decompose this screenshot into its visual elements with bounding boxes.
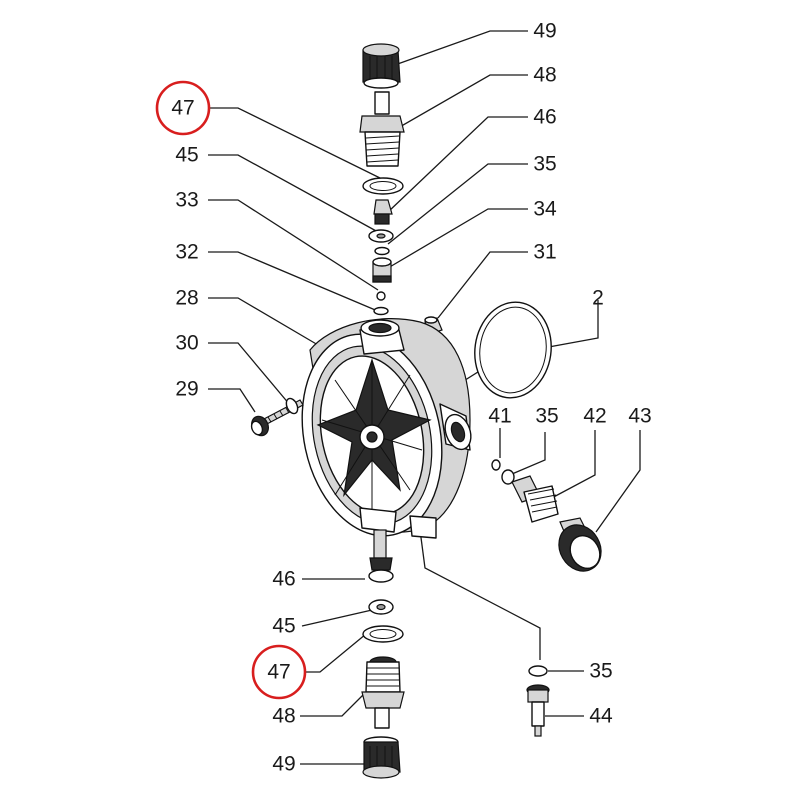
nut-49-bot	[362, 736, 401, 779]
leader-47-top	[208, 107, 381, 179]
bottom-fitting-stack	[361, 529, 550, 779]
leader-35-top	[387, 163, 528, 245]
callout-35-top: 35	[533, 153, 556, 176]
leader-45-bot	[301, 609, 373, 627]
seat-34	[372, 257, 392, 283]
leader-30	[208, 342, 291, 406]
leader-35-mid	[511, 432, 546, 475]
callout-46-bot: 46	[272, 568, 295, 591]
callout-34: 34	[533, 198, 557, 221]
leader-45-top	[208, 154, 379, 233]
bottom-port	[359, 507, 437, 539]
leader-outlet	[419, 529, 541, 660]
leader-29	[208, 388, 256, 413]
leader-28	[208, 297, 319, 346]
callout-44: 44	[589, 705, 613, 728]
highlight-ring-47-top	[155, 80, 211, 136]
ball-33	[376, 291, 386, 301]
top-port	[359, 319, 405, 355]
gasket-2	[474, 301, 552, 399]
callout-30: 30	[175, 332, 198, 355]
side-port	[439, 403, 472, 451]
callout-49-bot: 49	[272, 753, 295, 776]
callout-41: 41	[488, 405, 511, 428]
ring-35-top	[374, 246, 390, 256]
callout-45-top: 45	[175, 144, 198, 167]
pump-head-28	[301, 318, 472, 539]
leader-47-bot	[305, 633, 367, 673]
callout-47-top: 47	[171, 97, 194, 120]
ring-35-mid	[501, 469, 515, 485]
valve-46-bot	[368, 529, 394, 583]
highlight-ring-47-bot	[251, 644, 307, 700]
leader-34	[387, 208, 528, 269]
top-fitting-stack	[359, 43, 443, 335]
callout-31: 31	[533, 241, 556, 264]
leader-32	[208, 251, 381, 313]
leader-49-top	[391, 30, 528, 67]
callout-47-bot: 47	[267, 661, 290, 684]
side-fittings	[491, 459, 602, 572]
diaphragm-web	[316, 358, 432, 510]
callout-28: 28	[175, 287, 198, 310]
o-ring-47-bot	[362, 625, 404, 643]
fitting-44	[526, 684, 550, 737]
connector-48-top	[359, 91, 405, 167]
leader-48-top	[397, 74, 528, 129]
leader-42	[547, 430, 596, 501]
nut-49-top	[362, 43, 401, 89]
callout-29: 29	[175, 378, 198, 401]
valve-46-top	[373, 199, 393, 215]
callout-48-bot: 48	[272, 705, 295, 728]
connector-42	[511, 475, 559, 523]
leader-46-top	[387, 116, 528, 213]
callout-48-top: 48	[533, 64, 556, 87]
ring-32	[373, 306, 389, 316]
callout-35-mid: 35	[535, 405, 558, 428]
leader-43	[595, 430, 641, 533]
ring-35-bot	[528, 665, 548, 677]
callout-46-top: 46	[533, 106, 556, 129]
callout-45-bot: 45	[272, 615, 295, 638]
ring-41	[491, 459, 501, 471]
connector-48-bot	[361, 656, 405, 729]
nut-43	[558, 517, 602, 572]
callout-35-bot: 35	[589, 660, 612, 683]
callout-49-top: 49	[533, 20, 556, 43]
washer-30	[285, 397, 299, 415]
callout-2: 2	[592, 287, 604, 310]
o-ring-47-top	[362, 177, 404, 195]
leader-48-bot	[300, 689, 369, 717]
leader-31	[437, 251, 528, 319]
leader-33	[208, 199, 379, 291]
callout-33: 33	[175, 189, 198, 212]
callout-43: 43	[628, 405, 651, 428]
leader-lines	[208, 30, 641, 765]
callout-32: 32	[175, 241, 198, 264]
callout-labels: 49 48 47 46 45 35 33 34 32 31 28 2 30 29…	[171, 20, 651, 776]
callout-42: 42	[583, 405, 606, 428]
